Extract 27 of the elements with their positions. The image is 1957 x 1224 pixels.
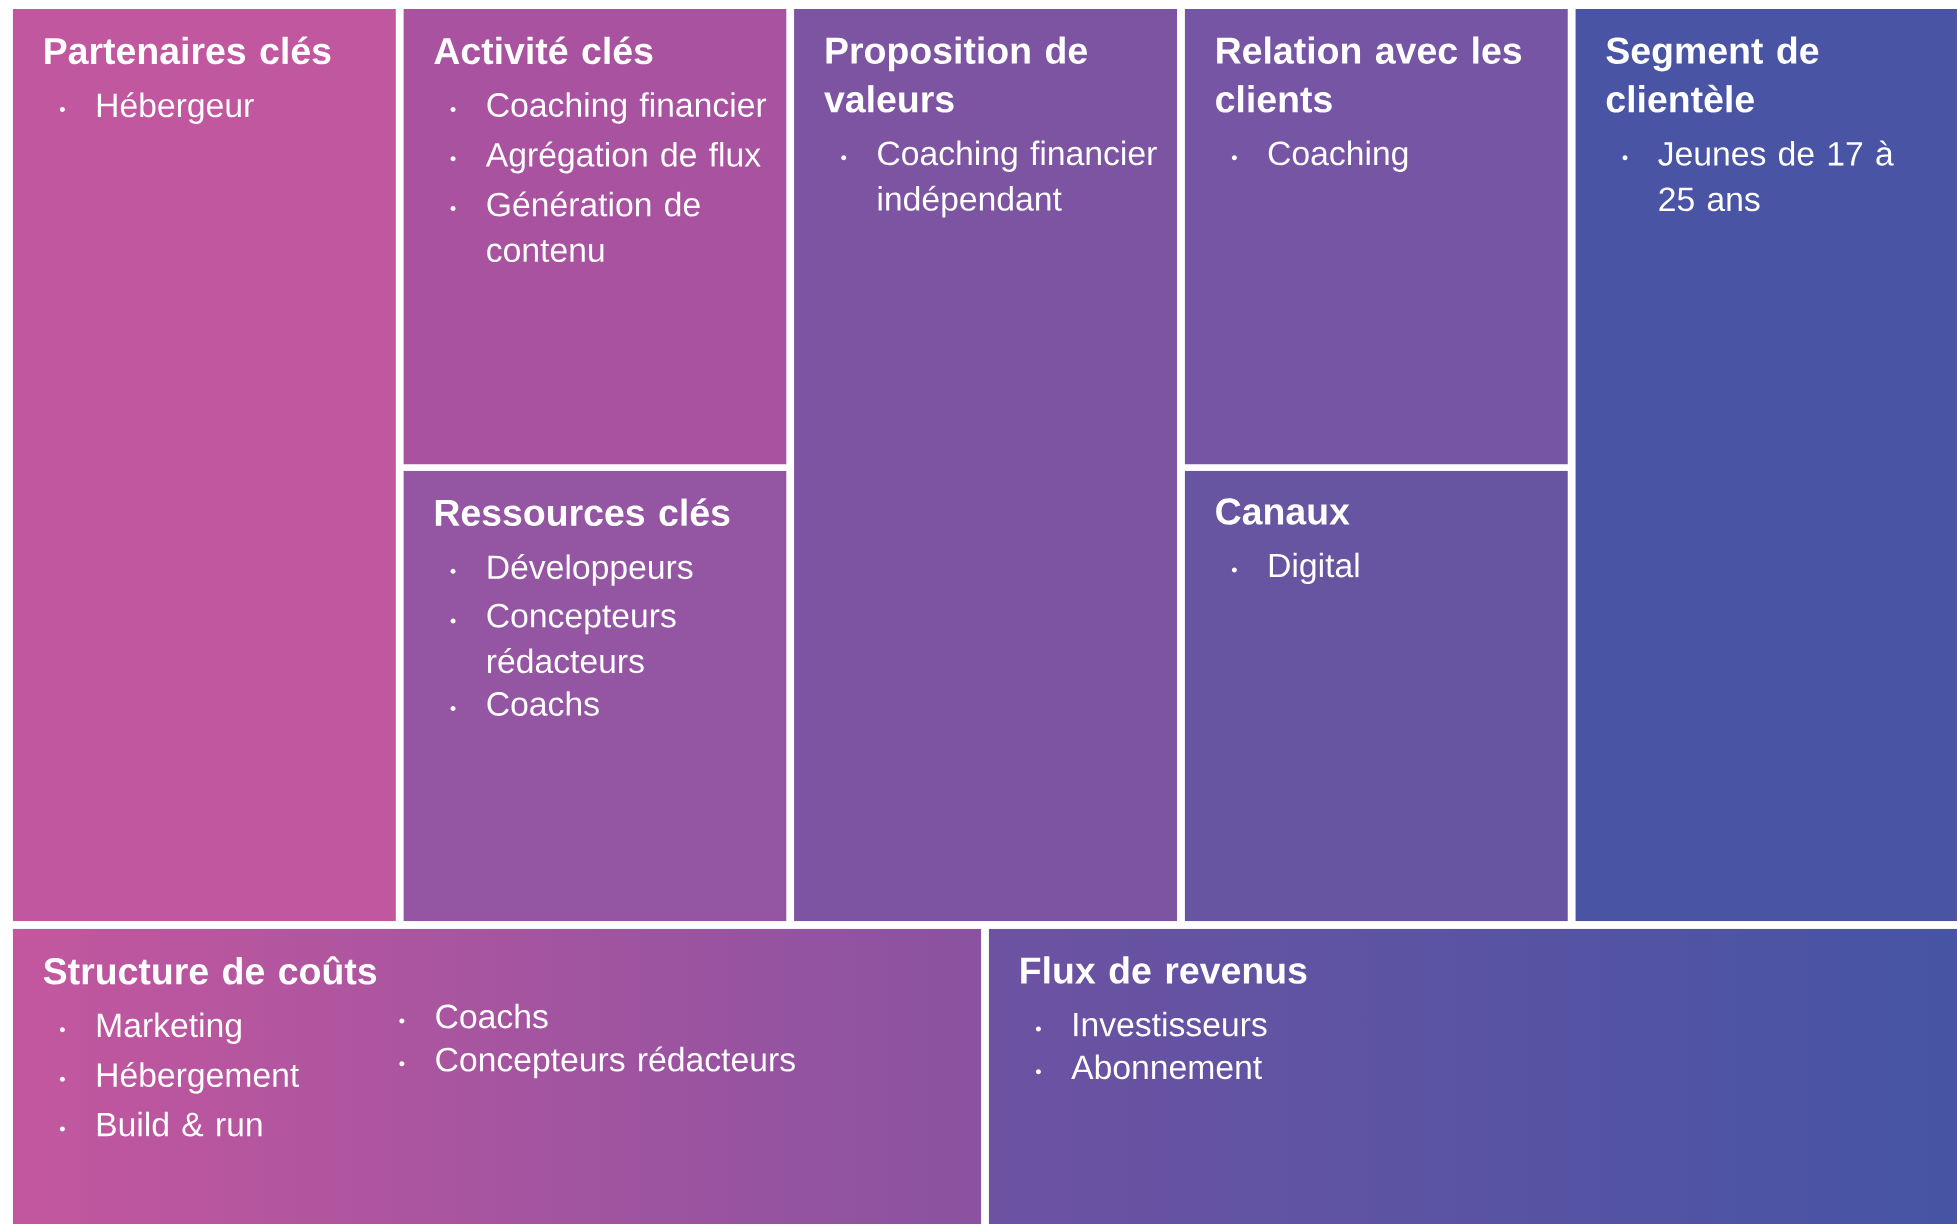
list-item: Coachs <box>487 691 599 716</box>
list-item: Génération de contenu <box>487 191 700 262</box>
list-item: Coaching financier <box>487 92 767 124</box>
block-heading: Flux de revenus <box>1021 956 1307 984</box>
list-item: Concepteurs rédacteurs <box>436 1046 795 1079</box>
list-item: Développeurs <box>488 553 693 586</box>
block-heading: Canaux <box>1216 498 1350 525</box>
block-heading: Activité clés <box>434 36 653 65</box>
list-item: Coaching <box>1268 140 1408 172</box>
block-heading: Proposition de valeurs <box>824 36 1087 113</box>
list-item: Marketing <box>97 1012 241 1044</box>
list-item: Jeunes de 17 à 25 ans <box>1658 140 1894 212</box>
list-item: Coaching financier indépendant <box>878 140 1157 218</box>
list-item: Digital <box>1269 552 1359 584</box>
list-item: Concepteurs rédacteurs <box>487 603 676 674</box>
list-item: Build & run <box>97 1111 262 1137</box>
list-item: Abonnement <box>1071 1054 1262 1080</box>
block-heading: Ressources clés <box>435 498 730 526</box>
block-heading: Partenaires clés <box>45 36 331 65</box>
list-item: Investisseurs <box>1074 1011 1267 1037</box>
block-heading: Relation avec les clients <box>1216 36 1522 113</box>
block-heading: Segment de clientèle <box>1606 36 1819 113</box>
block-heading: Structure de coûts <box>43 956 377 985</box>
list-item: Hébergeur <box>97 92 254 124</box>
list-item: Coachs <box>436 1003 548 1029</box>
list-item: Hébergement <box>97 1061 299 1094</box>
list-item: Agrégation de flux <box>485 141 761 174</box>
